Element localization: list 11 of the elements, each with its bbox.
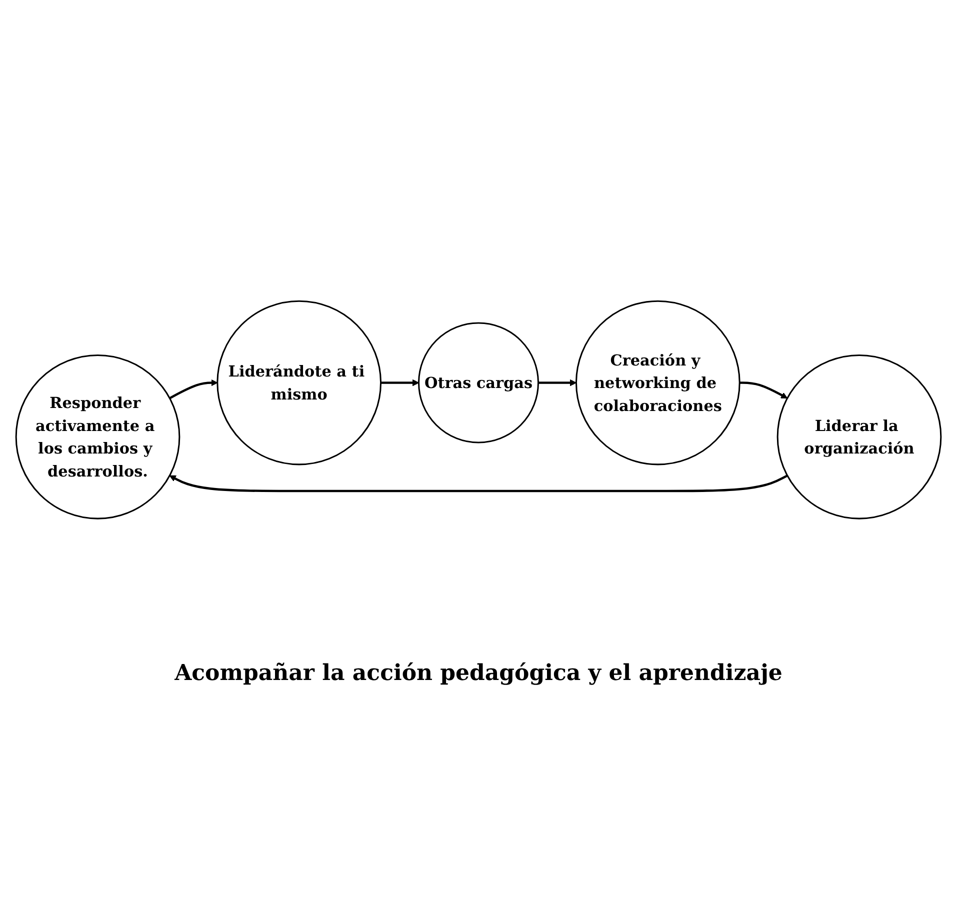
arrow — [169, 474, 788, 492]
arrow — [740, 382, 788, 399]
arrow — [380, 380, 420, 386]
arrow — [169, 380, 218, 400]
node-circle: Responder activamente a los cambios y desarrollos. — [15, 354, 180, 520]
node-circle: Liderar la organización — [776, 354, 942, 520]
center-caption: Acompañar la acción pedagógica y el aprendizaje — [174, 660, 782, 686]
node-circle: Creación y networking de colaboraciones — [575, 300, 740, 466]
arrow — [538, 380, 577, 386]
node-circle: Liderándote a ti mismo — [216, 300, 382, 466]
node-circle: Otras cargas — [418, 322, 539, 444]
